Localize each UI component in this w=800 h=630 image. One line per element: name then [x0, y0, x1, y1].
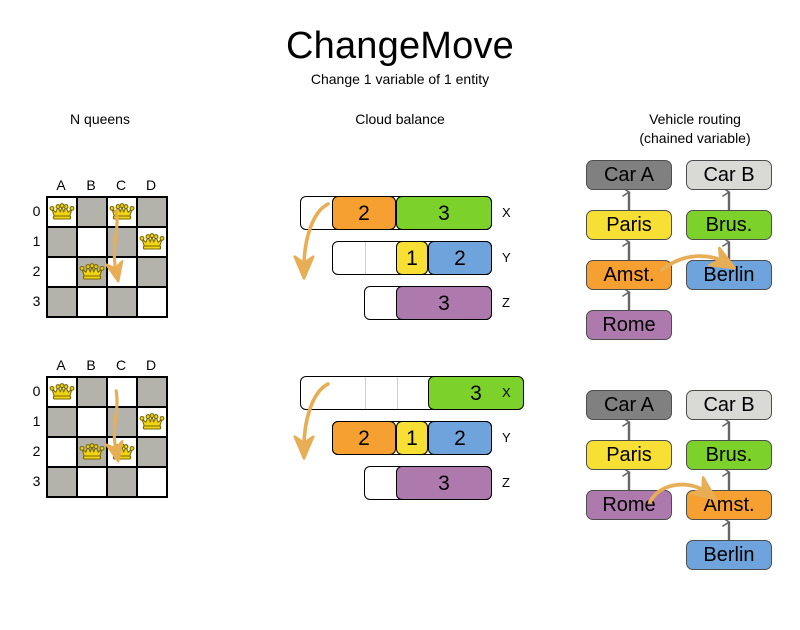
- vrp-vehicle-node[interactable]: Car A: [586, 390, 672, 420]
- chess-grid[interactable]: [46, 376, 168, 498]
- cloud-process-block[interactable]: 3: [396, 466, 492, 500]
- chess-cell-B1[interactable]: [77, 227, 107, 257]
- vrp-customer-node[interactable]: Rome: [586, 310, 672, 340]
- chess-cell-A0[interactable]: [47, 377, 77, 407]
- chess-file-label-B: B: [86, 177, 96, 193]
- vrp-customer-node[interactable]: Rome: [586, 490, 672, 520]
- vrp-customer-node[interactable]: Brus.: [686, 210, 772, 240]
- chess-cell-D1[interactable]: [137, 407, 167, 437]
- vrp-customer-node[interactable]: Paris: [586, 440, 672, 470]
- chess-cell-A1[interactable]: [47, 227, 77, 257]
- cloud-computer-label-Y: Y: [502, 250, 511, 265]
- cloud-process-block[interactable]: 3: [396, 196, 492, 230]
- chess-cell-C1[interactable]: [107, 407, 137, 437]
- cloud-computer-label-X: X: [502, 205, 511, 220]
- chess-rank-label-0: 0: [32, 203, 41, 219]
- chess-rank-label-1: 1: [32, 233, 41, 249]
- chess-cell-B0[interactable]: [77, 377, 107, 407]
- section-heading-cloud-balance: Cloud balance: [355, 111, 445, 127]
- chess-cell-B2[interactable]: [77, 437, 107, 467]
- cloud-process-block[interactable]: 1: [396, 421, 428, 455]
- cloud-computer-label-Z: Z: [502, 475, 510, 490]
- vrp-heading-line-2: (chained variable): [639, 130, 751, 146]
- chess-cell-D2[interactable]: [137, 437, 167, 467]
- chess-file-label-A: A: [56, 357, 66, 373]
- chess-cell-A3[interactable]: [47, 287, 77, 317]
- chess-cell-A2[interactable]: [47, 437, 77, 467]
- section-heading-vehicle-routing: Vehicle routing (chained variable): [595, 110, 795, 148]
- chess-cell-D0[interactable]: [137, 197, 167, 227]
- chess-cell-A0[interactable]: [47, 197, 77, 227]
- cloud-process-block[interactable]: 2: [332, 421, 396, 455]
- vrp-vehicle-node[interactable]: Car B: [686, 160, 772, 190]
- chess-rank-label-2: 2: [32, 443, 41, 459]
- chess-rank-label-3: 3: [32, 473, 41, 489]
- chess-cell-C0[interactable]: [107, 197, 137, 227]
- chess-cell-C2[interactable]: [107, 257, 137, 287]
- chess-cell-D1[interactable]: [137, 227, 167, 257]
- chess-cell-D2[interactable]: [137, 257, 167, 287]
- chess-cell-B2[interactable]: [77, 257, 107, 287]
- vrp-vehicle-node[interactable]: Car A: [586, 160, 672, 190]
- vrp-customer-node[interactable]: Amst.: [586, 260, 672, 290]
- chess-file-label-A: A: [56, 177, 66, 193]
- chess-cell-B1[interactable]: [77, 407, 107, 437]
- vrp-customer-node[interactable]: Berlin: [686, 260, 772, 290]
- chess-cell-D3[interactable]: [137, 467, 167, 497]
- cloud-process-block[interactable]: 3: [396, 286, 492, 320]
- chess-cell-A2[interactable]: [47, 257, 77, 287]
- cloud-bar-tick: [365, 377, 366, 409]
- cloud-bar-tick: [397, 377, 398, 409]
- chess-cell-D3[interactable]: [137, 287, 167, 317]
- chess-cell-C2[interactable]: [107, 437, 137, 467]
- vrp-customer-node[interactable]: Brus.: [686, 440, 772, 470]
- vrp-heading-line-1: Vehicle routing: [649, 111, 741, 127]
- cloud-process-block[interactable]: 2: [332, 196, 396, 230]
- chess-cell-C3[interactable]: [107, 467, 137, 497]
- vrp-customer-node[interactable]: Berlin: [686, 540, 772, 570]
- chess-file-label-D: D: [145, 357, 157, 373]
- chess-file-label-C: C: [115, 357, 127, 373]
- vrp-customer-node[interactable]: Paris: [586, 210, 672, 240]
- chess-rank-label-3: 3: [32, 293, 41, 309]
- chess-cell-A3[interactable]: [47, 467, 77, 497]
- section-heading-nqueens: N queens: [70, 111, 130, 127]
- chess-cell-D0[interactable]: [137, 377, 167, 407]
- cloud-process-block[interactable]: 2: [428, 241, 492, 275]
- chess-cell-C3[interactable]: [107, 287, 137, 317]
- chess-cell-B0[interactable]: [77, 197, 107, 227]
- vrp-customer-node[interactable]: Amst.: [686, 490, 772, 520]
- chess-file-label-D: D: [145, 177, 157, 193]
- chess-rank-label-1: 1: [32, 413, 41, 429]
- page-title: ChangeMove: [285, 25, 515, 67]
- cloud-process-block[interactable]: 3: [428, 376, 524, 410]
- chess-cell-B3[interactable]: [77, 467, 107, 497]
- cloud-computer-label-X: X: [502, 385, 511, 400]
- cloud-process-block[interactable]: 1: [396, 241, 428, 275]
- chess-cell-C1[interactable]: [107, 227, 137, 257]
- slide-canvas: ChangeMove Change 1 variable of 1 entity…: [32, 25, 795, 570]
- chess-rank-label-2: 2: [32, 263, 41, 279]
- chess-grid[interactable]: [46, 196, 168, 318]
- cloud-computer-label-Y: Y: [502, 430, 511, 445]
- cloud-process-block[interactable]: 2: [428, 421, 492, 455]
- chess-file-label-B: B: [86, 357, 96, 373]
- chess-file-label-C: C: [115, 177, 127, 193]
- cloud-computer-label-Z: Z: [502, 295, 510, 310]
- chess-rank-label-0: 0: [32, 383, 41, 399]
- vrp-vehicle-node[interactable]: Car B: [686, 390, 772, 420]
- page-subtitle: Change 1 variable of 1 entity: [310, 71, 490, 87]
- cloud-bar-tick: [365, 242, 366, 274]
- chess-cell-A1[interactable]: [47, 407, 77, 437]
- chess-cell-C0[interactable]: [107, 377, 137, 407]
- chess-cell-B3[interactable]: [77, 287, 107, 317]
